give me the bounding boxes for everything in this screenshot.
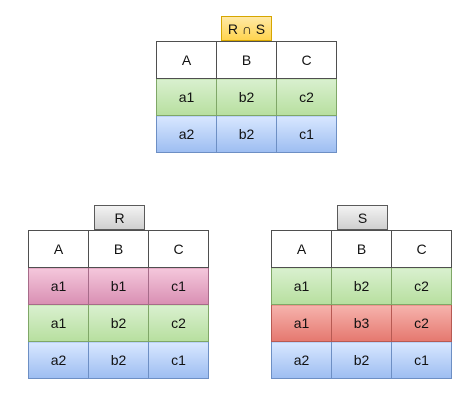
relation-r-row-1: a1 b1 c1 xyxy=(28,267,209,305)
intersection-row-1-c: c2 xyxy=(276,78,337,116)
relation-s-row-3-a: a2 xyxy=(271,341,332,379)
relation-s-row-2-c: c2 xyxy=(391,304,452,342)
relation-s-row-1-c: c2 xyxy=(391,267,452,305)
relation-s-row-3-b: b2 xyxy=(331,341,392,379)
relation-s-row-1-a: a1 xyxy=(271,267,332,305)
relation-s-header-row: A B C xyxy=(271,230,452,268)
intersection-row-1: a1 b2 c2 xyxy=(156,78,337,116)
relation-s-row-2-b: b3 xyxy=(331,304,392,342)
relation-r-header-b: B xyxy=(88,230,149,268)
relation-r-row-2-b: b2 xyxy=(88,304,149,342)
relation-r-row-3-a: a2 xyxy=(28,341,89,379)
relation-s-row-1: a1 b2 c2 xyxy=(271,267,452,305)
relation-s-row-2: a1 b3 c2 xyxy=(271,304,452,342)
intersection-table: A B C a1 b2 c2 a2 b2 c1 xyxy=(156,41,337,153)
relation-s-row-2-a: a1 xyxy=(271,304,332,342)
relation-r-row-3-c: c1 xyxy=(148,341,209,379)
relation-r-table: A B C a1 b1 c1 a1 b2 c2 a2 b2 c1 xyxy=(28,230,209,379)
intersection-row-1-a: a1 xyxy=(156,78,217,116)
relation-r-header-row: A B C xyxy=(28,230,209,268)
relation-r-row-3: a2 b2 c1 xyxy=(28,341,209,379)
relation-s-header-b: B xyxy=(331,230,392,268)
intersection-row-2: a2 b2 c1 xyxy=(156,115,337,153)
relation-s-header-c: C xyxy=(391,230,452,268)
intersection-label: R ∩ S xyxy=(221,16,272,41)
relation-r-row-2-c: c2 xyxy=(148,304,209,342)
relation-s-row-3-c: c1 xyxy=(391,341,452,379)
relation-r-row-1-c: c1 xyxy=(148,267,209,305)
intersection-row-2-b: b2 xyxy=(216,115,277,153)
relation-r-row-1-b: b1 xyxy=(88,267,149,305)
intersection-header-b: B xyxy=(216,41,277,79)
relation-r-header-a: A xyxy=(28,230,89,268)
intersection-header-c: C xyxy=(276,41,337,79)
intersection-row-2-a: a2 xyxy=(156,115,217,153)
relation-s-label: S xyxy=(337,205,388,230)
relation-s-header-a: A xyxy=(271,230,332,268)
relation-s-table: A B C a1 b2 c2 a1 b3 c2 a2 b2 c1 xyxy=(271,230,452,379)
relation-r-row-3-b: b2 xyxy=(88,341,149,379)
intersection-header-a: A xyxy=(156,41,217,79)
relation-r-label: R xyxy=(94,205,145,230)
intersection-row-1-b: b2 xyxy=(216,78,277,116)
relation-r-row-2: a1 b2 c2 xyxy=(28,304,209,342)
relation-s-row-3: a2 b2 c1 xyxy=(271,341,452,379)
relation-r-row-1-a: a1 xyxy=(28,267,89,305)
intersection-row-2-c: c1 xyxy=(276,115,337,153)
relation-r-header-c: C xyxy=(148,230,209,268)
intersection-header-row: A B C xyxy=(156,41,337,79)
relation-r-row-2-a: a1 xyxy=(28,304,89,342)
relation-s-row-1-b: b2 xyxy=(331,267,392,305)
